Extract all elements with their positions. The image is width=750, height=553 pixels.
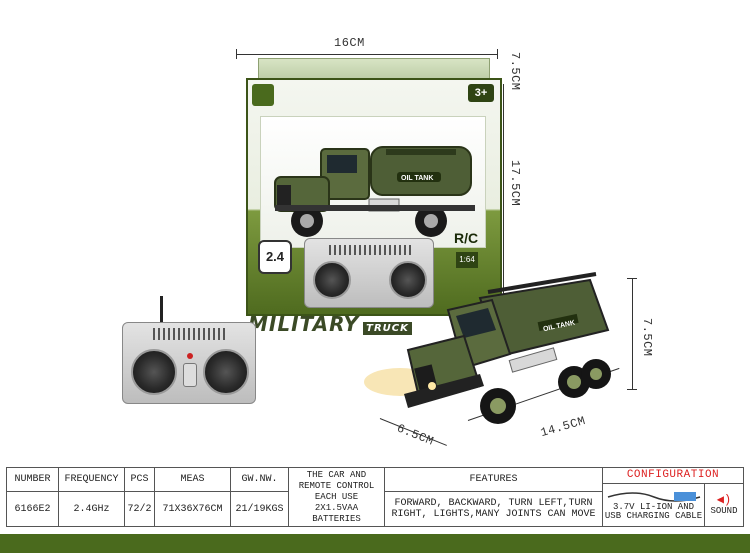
brand-logo xyxy=(252,84,274,106)
remote-controller xyxy=(122,322,256,404)
battery-note: THE CAR AND REMOTE CONTROL EACH USE 2X1.… xyxy=(298,470,375,524)
boxed-remote-left-speaker xyxy=(313,261,351,299)
value-frequency: 2.4GHz xyxy=(73,503,110,515)
age-badge: 3+ xyxy=(468,84,494,102)
header-number: NUMBER xyxy=(7,468,58,492)
value-pcs: 72/2 xyxy=(127,503,152,515)
col-gwnw: GW.NW. 21/19KGS xyxy=(231,468,289,526)
box-width-tick-right xyxy=(497,49,498,59)
scale-badge: 1:64 xyxy=(456,252,478,268)
truck-height-tick-bottom xyxy=(627,389,637,390)
boxed-remote-image xyxy=(304,238,434,308)
value-number: 6166E2 xyxy=(14,503,51,515)
bottom-band xyxy=(0,534,750,553)
value-meas: 71X36X76CM xyxy=(162,503,223,515)
col-number: NUMBER 6166E2 xyxy=(7,468,59,526)
rc-label: R/C xyxy=(454,230,479,246)
ghz-badge: 2.4 xyxy=(258,240,292,274)
speaker-icon: ◀) xyxy=(716,493,732,507)
tank-label: OIL TANK xyxy=(401,175,433,182)
truck-photo: OIL TANK xyxy=(364,272,611,424)
box-height-label: 17.5CM xyxy=(508,160,522,207)
package-front: 3+ OIL TANK xyxy=(246,78,502,316)
value-gwnw: 21/19KGS xyxy=(235,503,284,515)
box-width-line xyxy=(236,54,498,55)
remote-grille xyxy=(153,328,227,340)
box-width-label: 16CM xyxy=(334,36,365,50)
boxed-truck-image: OIL TANK xyxy=(274,146,475,237)
boxed-remote-grille xyxy=(329,245,411,255)
truck-height-tick-top xyxy=(627,278,637,279)
box-depth-label: 7.5CM xyxy=(508,52,522,91)
box-width-tick-left xyxy=(236,49,237,59)
remote-indicator-light xyxy=(187,353,193,359)
col-battery: THE CAR AND REMOTE CONTROL EACH USE 2X1.… xyxy=(289,468,385,526)
config-charging-label: 3.7V LI-ION AND USB CHARGING CABLE xyxy=(604,502,703,521)
product-title-main: MILITARY xyxy=(248,312,360,336)
remote-power-switch xyxy=(183,363,197,387)
config-sound: ◀) SOUND xyxy=(705,484,743,526)
col-meas: MEAS 71X36X76CM xyxy=(155,468,231,526)
boxed-remote-right-speaker xyxy=(389,261,427,299)
col-configuration: CONFIGURATION 3.7V LI-ION AND USB CHARGI… xyxy=(603,468,743,526)
spec-table: NUMBER 6166E2 FREQUENCY 2.4GHz PCS 72/2 … xyxy=(6,467,744,527)
remote-antenna xyxy=(160,296,163,326)
usb-cable-icon xyxy=(607,492,700,502)
remote-left-speaker xyxy=(131,349,177,395)
header-gwnw: GW.NW. xyxy=(231,468,288,492)
value-features: FORWARD, BACKWARD, TURN LEFT,TURN RIGHT,… xyxy=(391,498,596,520)
product-package: 3+ OIL TANK xyxy=(246,58,502,316)
remote-right-speaker xyxy=(203,349,249,395)
truck-height-line xyxy=(632,278,633,390)
header-meas: MEAS xyxy=(155,468,230,492)
box-height-line xyxy=(503,84,504,312)
config-charging: 3.7V LI-ION AND USB CHARGING CABLE xyxy=(603,484,705,526)
truck-height-label: 7.5CM xyxy=(640,318,654,357)
col-features: FEATURES FORWARD, BACKWARD, TURN LEFT,TU… xyxy=(385,468,603,526)
config-sound-label: SOUND xyxy=(710,506,738,516)
col-frequency: FREQUENCY 2.4GHz xyxy=(59,468,125,526)
product-title-sub: TRUCK xyxy=(363,322,412,335)
package-window: OIL TANK xyxy=(260,116,486,248)
col-pcs: PCS 72/2 xyxy=(125,468,155,526)
header-configuration: CONFIGURATION xyxy=(603,468,743,484)
header-features: FEATURES xyxy=(385,468,602,492)
configuration-items: 3.7V LI-ION AND USB CHARGING CABLE ◀) SO… xyxy=(603,484,743,526)
header-pcs: PCS xyxy=(125,468,154,492)
header-frequency: FREQUENCY xyxy=(59,468,124,492)
